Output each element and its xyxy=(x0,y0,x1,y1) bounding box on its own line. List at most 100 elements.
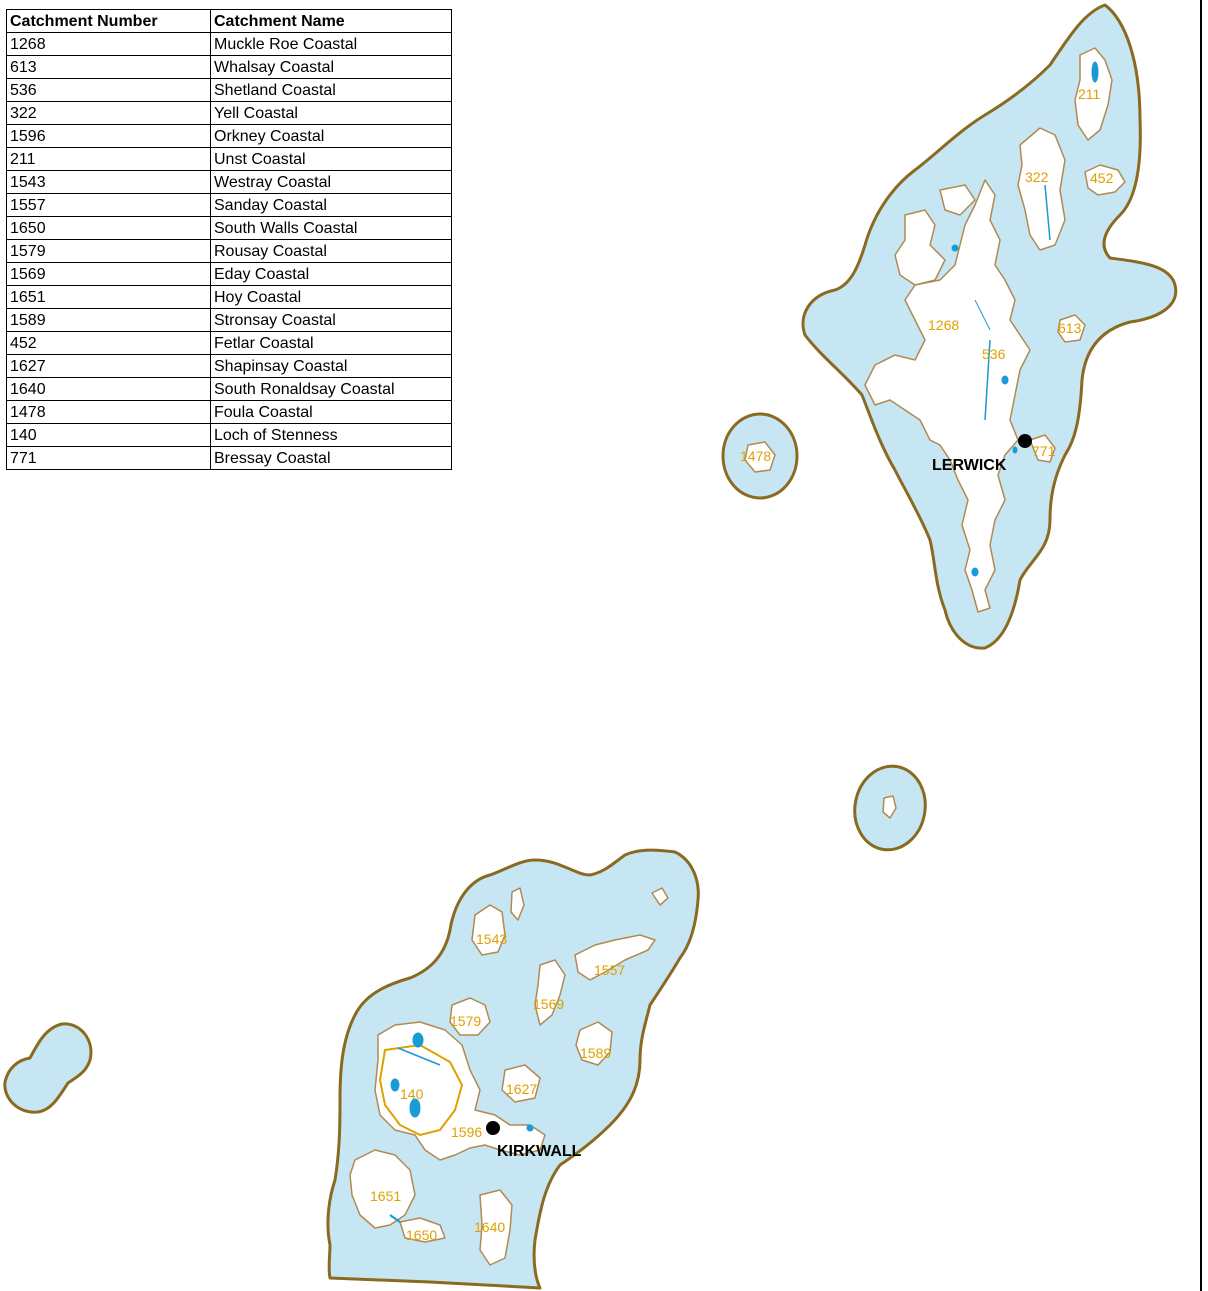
catchment-label-1589: 1589 xyxy=(580,1045,611,1061)
foula-land xyxy=(744,441,776,473)
lerwick-marker xyxy=(1018,434,1032,448)
catchment-number-cell: 452 xyxy=(6,331,211,355)
shetland-west-land xyxy=(894,209,946,286)
north-ronaldsay-land xyxy=(651,887,669,906)
catchment-name-cell: Loch of Stenness xyxy=(210,423,452,447)
catchment-label-1268: 1268 xyxy=(928,317,959,333)
catchment-number-cell: 1268 xyxy=(6,32,211,56)
catchment-name-cell: Yell Coastal xyxy=(210,101,452,125)
catchment-number-cell: 1596 xyxy=(6,124,211,148)
catchment-number-cell: 140 xyxy=(6,423,211,447)
catchment-name-cell: Hoy Coastal xyxy=(210,285,452,309)
unst-land xyxy=(1074,47,1113,141)
yell-land xyxy=(1017,127,1066,251)
catchment-name-cell: Muckle Roe Coastal xyxy=(210,32,452,56)
catchment-name-cell: Shapinsay Coastal xyxy=(210,354,452,378)
catchment-label-1557: 1557 xyxy=(594,962,625,978)
catchment-number-cell: 1579 xyxy=(6,239,211,263)
water-bodies xyxy=(389,61,1099,1223)
sule-skerry-zone[interactable] xyxy=(3,1022,93,1114)
catchment-name-cell: Unst Coastal xyxy=(210,147,452,171)
catchment-label-1579: 1579 xyxy=(450,1013,481,1029)
catchment-label-1543: 1543 xyxy=(476,931,507,947)
catchment-label-1627: 1627 xyxy=(506,1081,537,1097)
catchment-label-1650: 1650 xyxy=(406,1227,437,1243)
south-walls-land xyxy=(399,1217,446,1243)
catchment-label-1478: 1478 xyxy=(740,448,771,464)
kirkwall-marker xyxy=(486,1121,500,1135)
fair-isle-land xyxy=(882,795,897,819)
catchment-number-cell: 1640 xyxy=(6,377,211,401)
catchment-name-cell: Shetland Coastal xyxy=(210,78,452,102)
catchment-label-211: 211 xyxy=(1078,86,1101,102)
westray-land xyxy=(471,904,506,956)
catchment-name-cell: Eday Coastal xyxy=(210,262,452,286)
catchment-label-1651: 1651 xyxy=(370,1188,401,1204)
whalsay-land xyxy=(1057,314,1086,343)
sanday-land xyxy=(574,934,656,981)
catchment-name-cell: South Ronaldsay Coastal xyxy=(210,377,452,401)
column-header-catchment-number: Catchment Number xyxy=(6,9,211,33)
catchment-label-452: 452 xyxy=(1090,170,1114,186)
catchment-number-cell: 1557 xyxy=(6,193,211,217)
catchment-name-cell: Fetlar Coastal xyxy=(210,331,452,355)
catchment-name-cell: Sanday Coastal xyxy=(210,193,452,217)
catchment-number-cell: 211 xyxy=(6,147,211,171)
catchment-number-cell: 1651 xyxy=(6,285,211,309)
catchment-number-cell: 1650 xyxy=(6,216,211,240)
catchment-number-cell: 322 xyxy=(6,101,211,125)
fetlar-land xyxy=(1084,164,1126,196)
catchment-number-cell: 771 xyxy=(6,446,211,470)
loch-of-stenness-catchment-outline xyxy=(378,1043,464,1137)
northmavine-land xyxy=(939,184,976,216)
catchment-name-cell: South Walls Coastal xyxy=(210,216,452,240)
catchment-name-cell: Orkney Coastal xyxy=(210,124,452,148)
catchment-name-cell: Westray Coastal xyxy=(210,170,452,194)
papa-westray-land xyxy=(510,887,525,921)
catchment-label-1569: 1569 xyxy=(533,996,564,1012)
legend-header-row: Catchment Number Catchment Name xyxy=(6,9,452,33)
page-border-line xyxy=(1200,0,1202,1291)
column-header-catchment-name: Catchment Name xyxy=(210,9,452,33)
catchment-number-cell: 1543 xyxy=(6,170,211,194)
catchment-name-cell: Bressay Coastal xyxy=(210,446,452,470)
catchment-name-cell: Foula Coastal xyxy=(210,400,452,424)
rousay-land xyxy=(449,997,491,1036)
catchment-label-771: 771 xyxy=(1032,443,1056,459)
catchment-label-613: 613 xyxy=(1058,320,1082,336)
catchment-label-322: 322 xyxy=(1025,169,1049,185)
catchment-number-cell: 536 xyxy=(6,78,211,102)
eday-land xyxy=(534,959,566,1026)
catchment-label-140: 140 xyxy=(400,1086,424,1102)
catchment-label-1596: 1596 xyxy=(451,1124,482,1140)
shapinsay-land xyxy=(501,1064,541,1103)
bressay-land xyxy=(1029,434,1056,463)
catchment-name-cell: Stronsay Coastal xyxy=(210,308,452,332)
lerwick-label: LERWICK xyxy=(932,457,1007,474)
catchment-number-cell: 1478 xyxy=(6,400,211,424)
catchment-label-1640: 1640 xyxy=(474,1219,505,1235)
kirkwall-label: KIRKWALL xyxy=(497,1143,582,1160)
catchment-number-cell: 1627 xyxy=(6,354,211,378)
stronsay-land xyxy=(575,1021,613,1066)
